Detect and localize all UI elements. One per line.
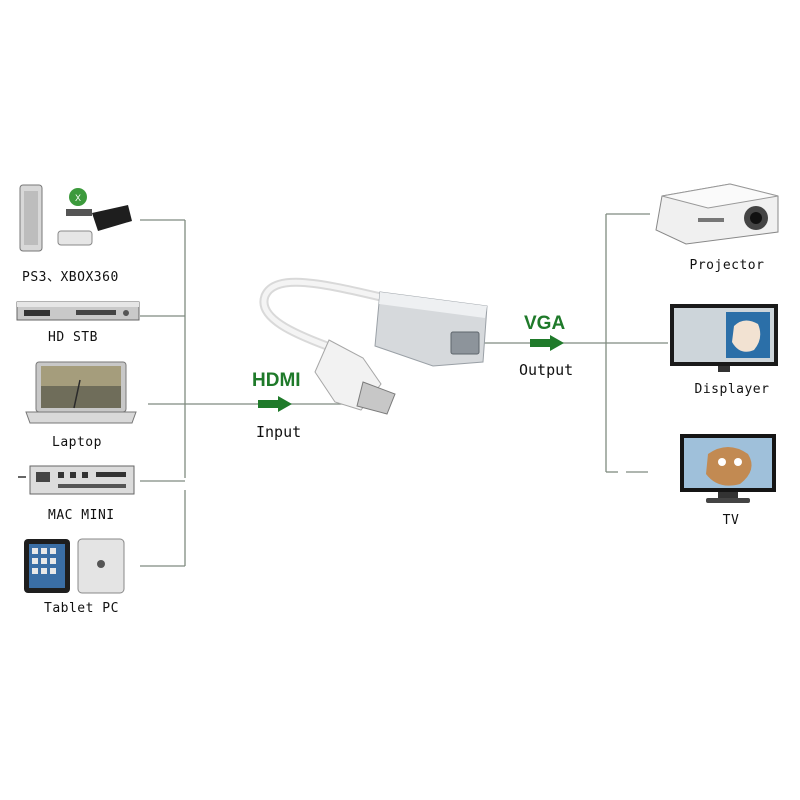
monitor-icon: [670, 304, 778, 372]
vga-signal-label: VGA: [524, 313, 566, 334]
set-top-box-icon: [16, 301, 140, 321]
output-label: Output: [519, 361, 574, 379]
svg-text:X: X: [75, 193, 81, 203]
vga-arrow-icon: [530, 335, 564, 351]
source-label-laptop: Laptop: [52, 435, 102, 450]
tablet-icon: [24, 538, 125, 594]
mac-mini-icon: [18, 465, 135, 495]
hdmi-to-vga-adapter-icon: [259, 277, 488, 415]
input-label: Input: [256, 423, 302, 441]
hdmi-signal-label: HDMI: [252, 370, 301, 391]
projector-icon: [655, 183, 779, 245]
source-label-mac-mini: MAC MINI: [48, 508, 115, 523]
target-label-projector: Projector: [689, 258, 765, 273]
target-label-tv: TV: [722, 513, 740, 528]
source-label-tablet-pc: Tablet PC: [44, 601, 119, 616]
game-console-icon: X: [19, 184, 132, 252]
source-label-hd-stb: HD STB: [48, 330, 98, 345]
tv-icon: [680, 434, 776, 503]
target-label-displayer: Displayer: [694, 382, 770, 397]
hdmi-arrow-icon: [258, 396, 292, 412]
source-label-ps3-xbox360: PS3、XBOX360: [22, 270, 119, 285]
laptop-icon: [25, 361, 137, 424]
